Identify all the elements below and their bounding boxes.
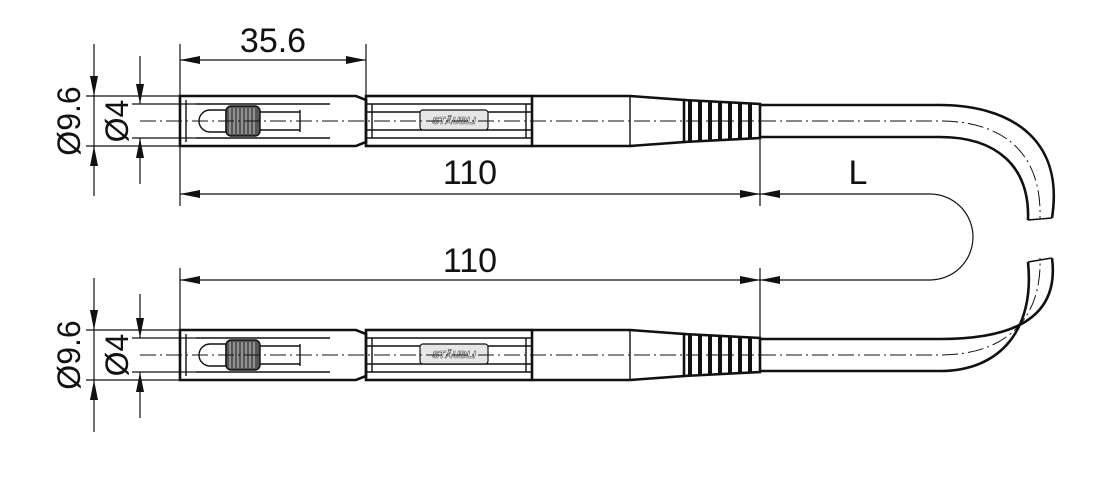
dimension-label: Ø4	[99, 100, 135, 143]
dimension-label: Ø9.6	[51, 86, 87, 155]
dimension-top-inner-diameter: Ø4	[99, 56, 196, 184]
dimension-bottom-outer-diameter: Ø9.6	[51, 278, 180, 432]
dimension-top-110: 110	[179, 138, 761, 206]
dimension-label: Ø9.6	[51, 320, 87, 389]
staubli-logo: STÄUBLI	[419, 343, 489, 365]
dimension-35-6: 35.6	[179, 22, 367, 96]
center-lines	[140, 120, 1041, 356]
dimension-label: Ø4	[99, 334, 135, 377]
top-connector: STÄUBLI	[178, 94, 1055, 221]
staubli-logo: STÄUBLI	[419, 109, 489, 131]
dimension-label: L	[849, 154, 868, 192]
dimension-label: 35.6	[240, 22, 306, 60]
bottom-connector: STÄUBLI	[178, 257, 1055, 382]
dimension-bottom-inner-diameter: Ø4	[99, 294, 196, 418]
dimension-label: 110	[443, 242, 497, 280]
dimension-bottom-110: 110	[179, 242, 761, 338]
dimension-label: 110	[443, 154, 497, 192]
dimension-cable-length: L	[760, 154, 974, 284]
dimension-top-outer-diameter: Ø9.6	[51, 44, 180, 196]
